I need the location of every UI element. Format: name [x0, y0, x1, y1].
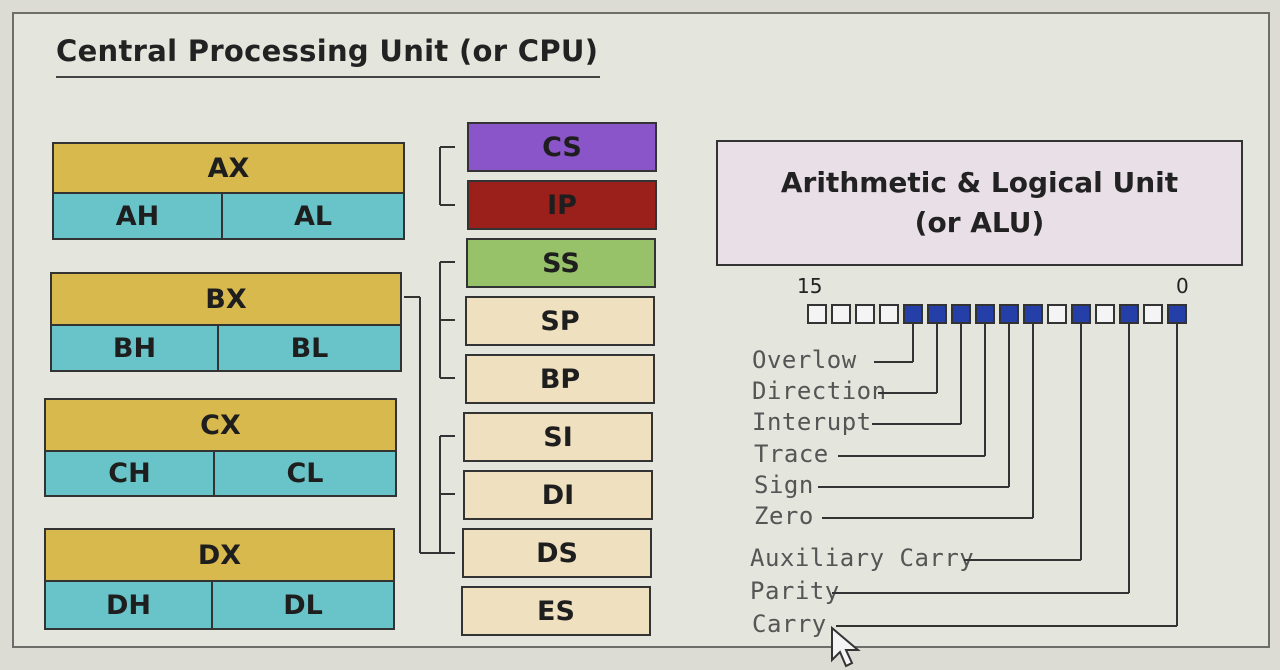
flag-bit-6 [1023, 304, 1043, 324]
flag-label-interupt: Interupt [752, 408, 872, 436]
title-underline [56, 76, 600, 78]
bit-0-label: 0 [1176, 274, 1189, 298]
flag-bit-2 [1119, 304, 1139, 324]
flag-bit-4 [1071, 304, 1091, 324]
flag-label-trace: Trace [754, 440, 829, 468]
flag-bit-11 [903, 304, 923, 324]
flag-label-overlow: Overlow [752, 346, 857, 374]
flag-bit-12 [879, 304, 899, 324]
flag-bit-7 [999, 304, 1019, 324]
register-dx-full: DX [44, 528, 395, 582]
flag-label-parity: Parity [750, 577, 840, 605]
register-cl: CL [213, 450, 397, 497]
register-bh: BH [50, 324, 219, 372]
flag-label-sign: Sign [754, 471, 814, 499]
flag-bit-1 [1143, 304, 1163, 324]
register-dh: DH [44, 580, 213, 630]
bit-15-label: 15 [797, 274, 823, 298]
flag-bit-3 [1095, 304, 1115, 324]
flag-bit-8 [975, 304, 995, 324]
flag-label-carry: Carry [752, 610, 827, 638]
flag-label-zero: Zero [754, 502, 814, 530]
register-si: SI [463, 412, 653, 462]
register-sp: SP [465, 296, 655, 346]
register-ss: SS [466, 238, 656, 288]
register-ch: CH [44, 450, 215, 497]
diagram-title: Central Processing Unit (or CPU) [56, 34, 599, 68]
register-al: AL [221, 192, 405, 240]
flags-register-bits [807, 304, 1187, 324]
register-ah: AH [52, 192, 223, 240]
flag-label-auxiliary-carry: Auxiliary Carry [750, 544, 975, 572]
flag-bit-14 [831, 304, 851, 324]
register-ds: DS [462, 528, 652, 578]
alu-subtitle: (or ALU) [914, 206, 1045, 239]
flag-bit-9 [951, 304, 971, 324]
mouse-cursor-icon [831, 626, 861, 668]
register-dl: DL [211, 580, 395, 630]
register-bp: BP [465, 354, 655, 404]
flag-bit-5 [1047, 304, 1067, 324]
flag-bit-15 [807, 304, 827, 324]
flag-bit-0 [1167, 304, 1187, 324]
register-ip: IP [467, 180, 657, 230]
register-es: ES [461, 586, 651, 636]
register-cs: CS [467, 122, 657, 172]
register-ax-full: AX [52, 142, 405, 194]
alu-box: Arithmetic & Logical Unit (or ALU) [716, 140, 1243, 266]
flag-label-direction: Direction [752, 377, 887, 405]
flag-bit-10 [927, 304, 947, 324]
flag-bit-13 [855, 304, 875, 324]
alu-title: Arithmetic & Logical Unit [780, 166, 1179, 199]
register-bl: BL [217, 324, 402, 372]
register-di: DI [463, 470, 653, 520]
